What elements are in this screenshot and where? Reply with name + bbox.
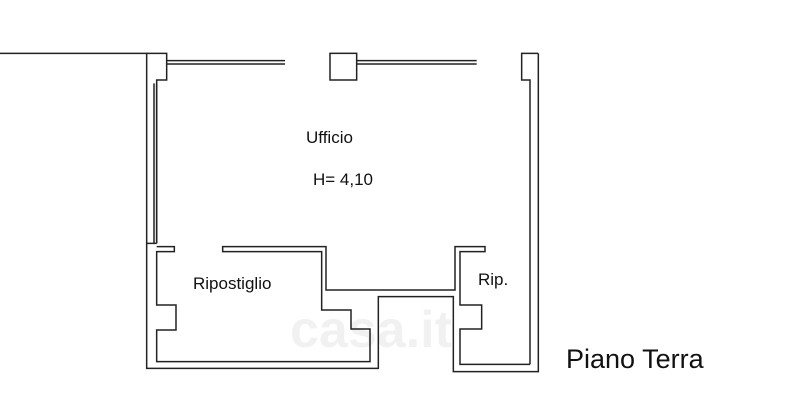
room-label-office: Ufficio <box>306 128 353 147</box>
pillar-middle <box>329 52 358 81</box>
ripostiglio-walls <box>155 245 530 366</box>
pillar-right <box>520 52 539 365</box>
window-right <box>356 59 477 65</box>
room-label-storage: Ripostiglio <box>193 274 272 293</box>
window-left <box>166 59 285 65</box>
inner-wall-left <box>146 83 158 245</box>
exterior-wall-left <box>0 52 540 373</box>
watermark: casa.it <box>290 301 452 359</box>
room-label-storage-small: Rip. <box>478 270 509 289</box>
room-height-office: H= 4,10 <box>313 170 374 189</box>
floor-label: Piano Terra <box>566 344 704 374</box>
